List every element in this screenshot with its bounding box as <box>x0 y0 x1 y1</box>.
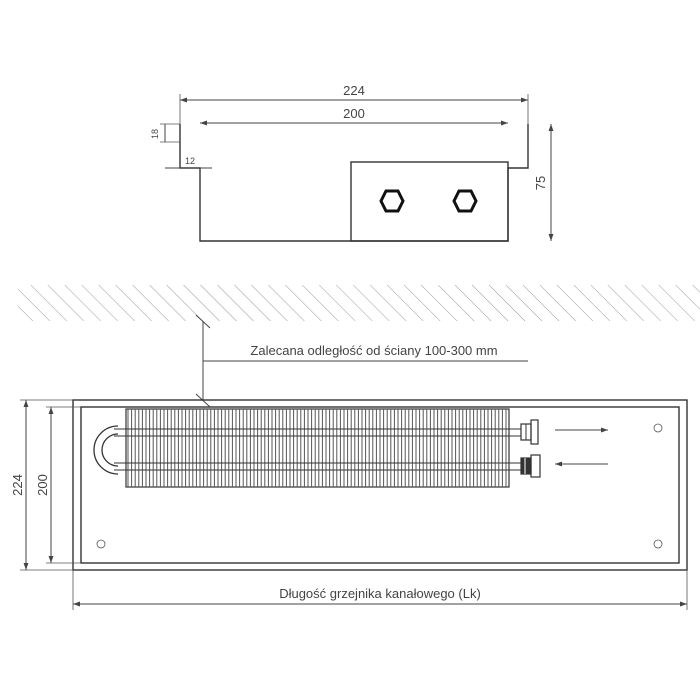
flange-width-dimension: 12 <box>165 156 212 169</box>
heat-exchanger <box>93 408 541 488</box>
hex-nut-right <box>452 189 478 213</box>
flange-height-label: 18 <box>150 129 160 139</box>
flange-width-label: 12 <box>185 156 195 166</box>
top-view <box>72 399 688 571</box>
fixing-hole-bottom-right <box>653 539 663 549</box>
wall-distance-dimension: Zalecana odległość od ściany 100-300 mm <box>195 314 528 408</box>
pipe-u-bend <box>93 425 119 475</box>
height-label: 75 <box>533 176 548 190</box>
cross-section-outer-width-dimension: 224 <box>179 83 529 124</box>
length-label: Długość grzejnika kanałowego (Lk) <box>279 586 481 601</box>
connection-block <box>350 161 509 242</box>
hex-nut-left <box>379 189 405 213</box>
fixing-hole-bottom-left <box>96 539 106 549</box>
heat-exchanger-fins <box>127 409 507 487</box>
cross-section-view: 224 200 18 12 75 <box>150 83 554 242</box>
cross-section-inner-width-label: 200 <box>343 106 365 121</box>
trough-outer <box>72 399 688 571</box>
wall-hatching <box>18 285 700 321</box>
wall-distance-label: Zalecana odległość od ściany 100-300 mm <box>250 343 497 358</box>
valve-return <box>520 454 541 478</box>
valve-supply <box>520 419 539 445</box>
flange-height-dimension: 18 <box>150 123 180 143</box>
cross-section-outer-width-label: 224 <box>343 83 365 98</box>
top-view-inner-width-label: 200 <box>35 474 50 496</box>
length-dimension: Długość grzejnika kanałowego (Lk) <box>72 570 688 610</box>
trough-inner <box>80 406 680 564</box>
fixing-hole-top-right <box>653 423 663 433</box>
top-view-outer-width-label: 224 <box>10 474 25 496</box>
top-view-width-dimensions: 224 200 <box>10 399 81 571</box>
cross-section-inner-width-dimension: 200 <box>200 106 508 126</box>
height-dimension: 75 <box>533 124 554 241</box>
trough-profile <box>179 124 529 242</box>
